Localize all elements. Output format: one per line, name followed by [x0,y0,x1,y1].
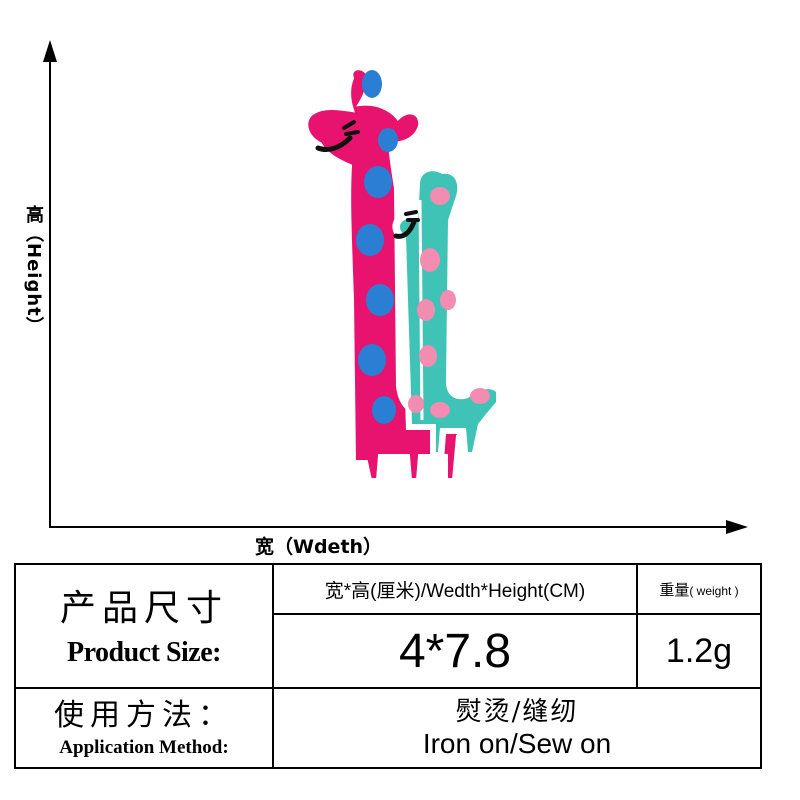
dimension-header: 宽*高(厘米)/Wedth*Height(CM) [324,580,586,602]
big-giraffe [297,56,480,489]
application-method-label-cell: 使用方法： Application Method: [14,687,274,769]
blue-spot [356,224,384,256]
y-axis-arrow [43,40,57,62]
eye-stitch [393,219,417,239]
weight-value: 1.2g [665,631,733,670]
pink-spot [440,290,456,310]
product-size-label-zh: 产品尺寸 [59,588,228,629]
application-method-label-zh: 使用方法： [54,697,234,733]
product-size-label-cell: 产品尺寸 Product Size: [14,563,274,689]
specification-table: 产品尺寸 Product Size: 宽*高(厘米)/Wedth*Height(… [14,563,762,769]
pink-spot [408,395,424,413]
pink-spot [470,388,490,404]
dimension-value: 4*7.8 [398,624,512,678]
pink-spot [430,187,450,205]
application-method-value-zh: 熨烫/缝纫 [455,697,579,727]
pink-spot [430,402,450,418]
blue-spot [366,284,394,316]
blue-spot [372,396,396,424]
dimension-value-cell: 4*7.8 [272,613,638,689]
weight-header-en: ( weight ) [689,583,739,598]
weight-header: 重量( weight ) [638,579,760,600]
blue-spot [362,70,382,98]
pink-spot [417,299,435,321]
x-axis-arrow [726,520,748,534]
blue-spot [378,128,398,152]
weight-value-cell: 1.2g [636,613,762,689]
blue-spot [364,166,392,198]
application-method-value-cell: 熨烫/缝纫 Iron on/Sew on [272,687,762,769]
application-method-label-en: Application Method: [59,736,229,758]
height-axis-label: 高（Height） [23,205,44,336]
pink-spot [419,345,437,367]
blue-spot [358,344,386,376]
dimension-header-cell: 宽*高(厘米)/Wedth*Height(CM) [272,563,638,615]
weight-header-zh: 重量 [659,581,690,599]
product-size-label-en: Product Size: [67,637,221,668]
weight-header-cell: 重量( weight ) [636,563,762,615]
eye-stitch [315,135,353,153]
width-axis-label: 宽（Wdeth） [255,536,383,558]
pink-spot [420,248,440,272]
application-method-value-en: Iron on/Sew on [422,728,612,759]
small-giraffe [392,163,502,460]
